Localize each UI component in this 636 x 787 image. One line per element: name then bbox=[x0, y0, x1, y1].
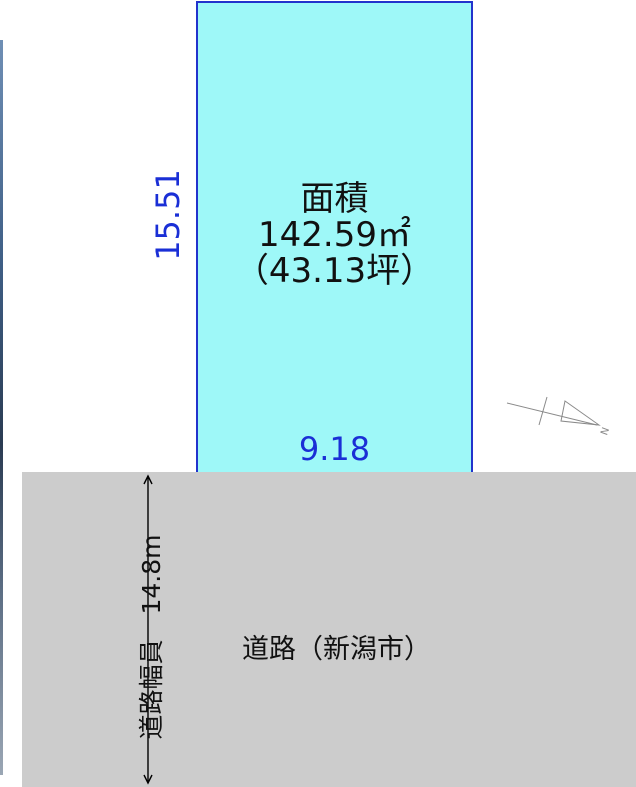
road-area: 道路幅員 14.8m 道路（新潟市） bbox=[22, 472, 636, 787]
background-photo-edge bbox=[0, 40, 3, 775]
lot-parcel: 面積 142.59㎡ （43.13坪） 9.18 bbox=[196, 1, 473, 474]
road-name-label: 道路（新潟市） bbox=[242, 634, 431, 665]
lot-depth-dimension: 15.51 bbox=[149, 169, 187, 261]
north-arrow-icon: N bbox=[506, 396, 612, 437]
lot-width-dimension: 9.18 bbox=[298, 430, 371, 468]
north-label: N bbox=[599, 426, 612, 437]
road-width-dimension-arrow bbox=[143, 474, 153, 785]
area-title: 面積 bbox=[300, 179, 369, 219]
area-tsubo: （43.13坪） bbox=[234, 251, 435, 292]
area-info: 面積 142.59㎡ （43.13坪） bbox=[198, 181, 471, 289]
area-square-meters: 142.59㎡ bbox=[258, 215, 411, 256]
road-width-label: 道路幅員 14.8m bbox=[137, 534, 166, 740]
